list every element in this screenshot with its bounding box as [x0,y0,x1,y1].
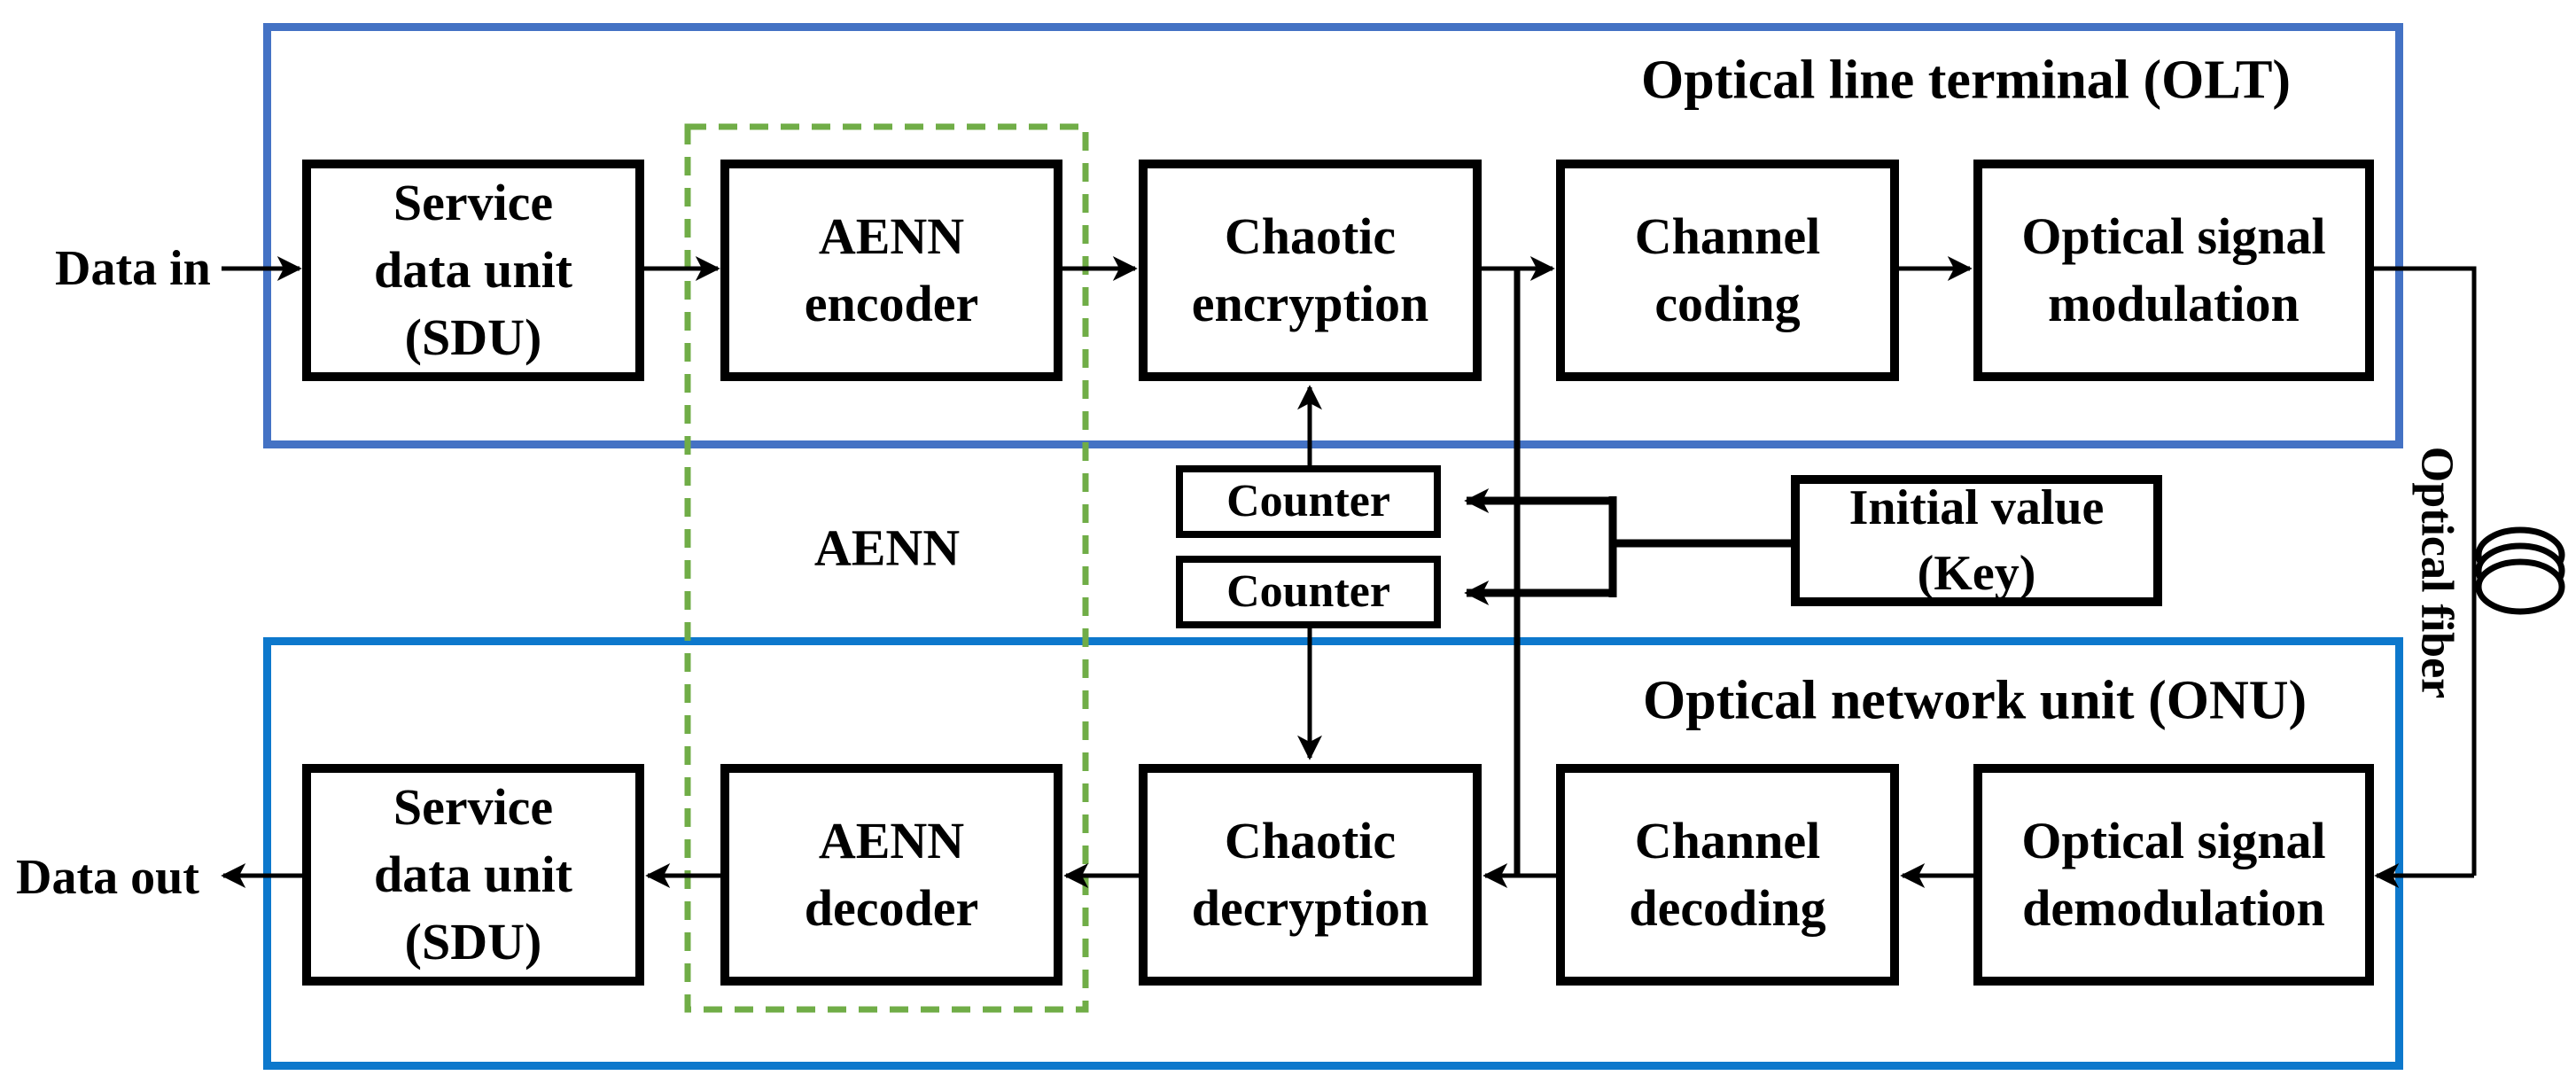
block-line: (SDU) [404,308,542,366]
counter-label: Counter [1226,476,1390,526]
onu-region-border [263,637,2403,1070]
fiber-coil-icon [2475,526,2565,615]
block-counter-top: Counter [1176,465,1441,538]
block-line: coding [1654,275,1801,332]
block-counter-bottom: Counter [1176,556,1441,628]
block-service-data-unit-olt: Service data unit (SDU) [302,160,644,381]
block-line: encoder [804,275,979,332]
olt-region-border [263,23,2403,448]
block-line: Service [393,174,554,231]
block-line: Chaotic [1224,812,1397,869]
block-channel-coding: Channel coding [1556,160,1899,381]
block-line: Optical signal [2021,207,2326,265]
block-line: AENN [818,812,965,869]
block-line: Channel [1634,812,1821,869]
block-chaotic-encryption: Chaotic encryption [1139,160,1482,381]
data-out-label: Data out [16,850,199,905]
block-line: (SDU) [404,913,542,970]
block-line: Chaotic [1224,207,1397,265]
key-line: (Key) [1917,546,2036,601]
block-line: Optical signal [2021,812,2326,869]
block-line: demodulation [2022,879,2325,937]
aenn-dashed-region [684,123,1089,1013]
block-line: decryption [1191,879,1429,937]
block-channel-decoding: Channel decoding [1556,764,1899,986]
onu-title: Optical network unit (ONU) [1643,670,2308,731]
block-aenn-encoder: AENN encoder [720,160,1062,381]
optical-fiber-label: Optical fiber [2411,446,2463,699]
key-branch-lines [1464,488,1791,605]
block-optical-signal-modulation: Optical signal modulation [1973,160,2374,381]
block-line: modulation [2048,275,2300,332]
block-line: Channel [1634,207,1821,265]
optical-fiber-line [2374,266,2477,876]
data-in-label: Data in [55,241,211,296]
block-line: data unit [373,241,572,299]
block-line: AENN [818,207,965,265]
block-service-data-unit-onu: Service data unit (SDU) [302,764,644,986]
block-line: decoding [1629,879,1826,937]
block-aenn-decoder: AENN decoder [720,764,1062,986]
olt-title: Optical line terminal (OLT) [1641,50,2292,111]
aenn-label: AENN [813,518,961,577]
block-chaotic-decryption: Chaotic decryption [1139,764,1482,986]
block-initial-value-key: Initial value (Key) [1791,475,2162,606]
block-line: Service [393,778,554,836]
block-line: decoder [804,879,979,937]
block-optical-signal-demodulation: Optical signal demodulation [1973,764,2374,986]
block-line: encryption [1191,275,1429,332]
counter-label: Counter [1226,566,1390,617]
key-line: Initial value [1848,480,2105,535]
block-line: data unit [373,846,572,903]
